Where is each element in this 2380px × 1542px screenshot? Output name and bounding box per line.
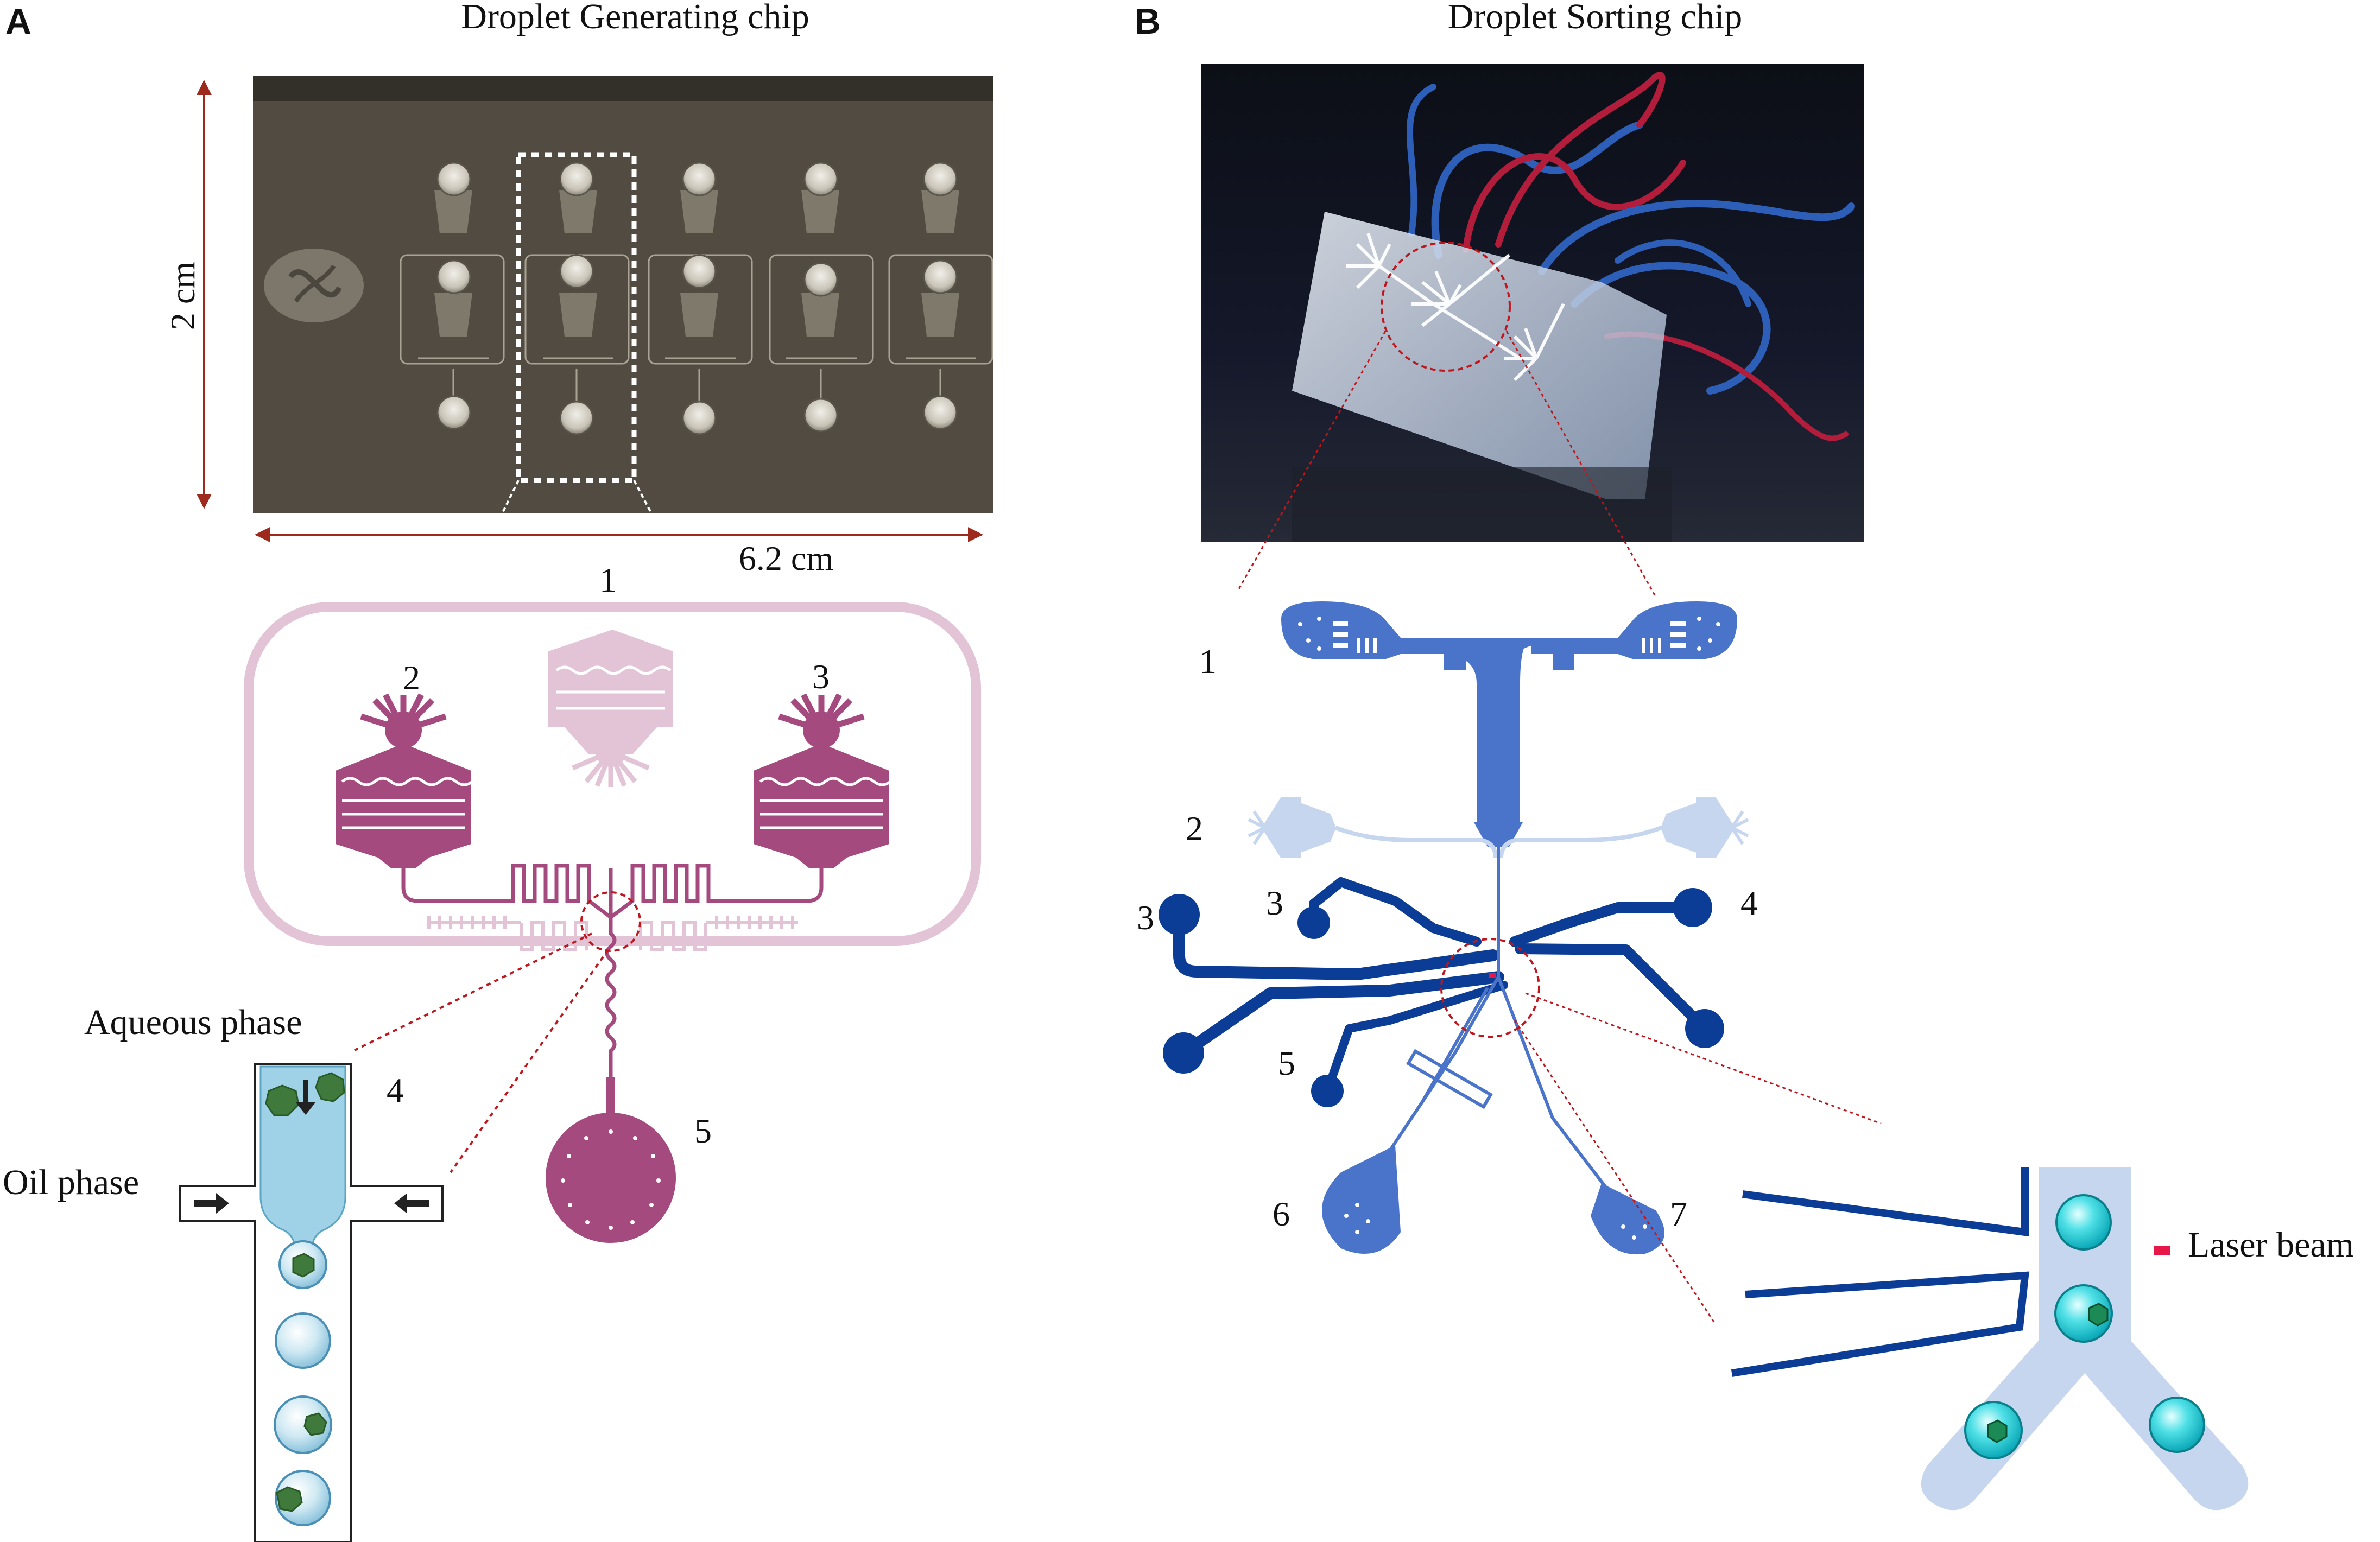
sort-junction-inset: Laser beam [1731,1167,2354,1511]
lower-light-channels [427,916,798,951]
zoom-line-photo-right [1505,331,1657,598]
generating-chip-photo [253,76,993,514]
panel-b-letter: B [1135,1,1161,41]
label-b-3-left: 3 [1137,898,1154,937]
label-a-1: 1 [599,561,617,599]
sorting-chip-schematic [1159,601,1749,1255]
oil-phase-label: Oil phase [3,1163,139,1202]
inlet-b-dark-channels [1173,877,1710,1095]
inset-cells [1987,1303,2109,1443]
chip-outline [244,602,981,946]
label-b-2: 2 [1186,809,1203,848]
cells-in-aqueous [265,1072,345,1116]
label-a-3: 3 [812,657,830,696]
chip-logo [264,249,364,322]
label-b-6: 6 [1273,1195,1290,1233]
encapsulated-cells [276,1253,327,1512]
width-dimension-label: 6.2 cm [739,539,833,578]
label-a-2: 2 [403,658,420,697]
selection-callout-left [501,480,520,514]
chip-reservoirs [434,190,959,337]
laser-spot-marker [1489,973,1496,978]
panel-b: B Droplet Sorting chip [1135,0,2354,1511]
panel-a-title: Droplet Generating chip [461,0,809,36]
zoom-line-sort-bottom [1514,1020,1717,1325]
tubing-plugs [436,162,958,435]
selection-callout-right [633,480,653,514]
sorting-chip-highlight [1381,242,1511,372]
panel-b-title: Droplet Sorting chip [1448,0,1743,36]
tubing [1406,72,1855,441]
waste-bypass-loop [1406,1049,1493,1109]
aqueous-phase-label: Aqueous phase [84,1002,302,1042]
zoom-line-sort-top [1525,992,1882,1125]
label-a-5: 5 [694,1112,712,1150]
inlet-3 [754,693,891,868]
inlet-1 [548,616,673,787]
flow-arrows [194,1080,429,1214]
zoom-line-top [354,932,592,1051]
label-b-1: 1 [1199,642,1217,681]
serpentine-channels [401,864,824,919]
sorting-main-channel [1388,847,1609,1190]
outlet-neck [606,1077,615,1118]
junction-highlight [580,891,641,952]
outlet-5 [546,1113,676,1243]
inlet-2 [336,693,473,868]
label-b-5: 5 [1278,1044,1295,1082]
label-b-7: 7 [1670,1195,1687,1233]
block-channels [1346,233,1565,382]
laser-beam-label: Laser beam [2188,1225,2354,1265]
sorting-junction-highlight [1440,938,1540,1038]
height-dimension-label: 2 cm [163,262,202,330]
t-junction-inset: Aqueous phase Oil phase [3,1002,444,1542]
inlet-b-2 [1248,797,1749,858]
panel-a-letter: A [5,1,31,41]
selected-unit-box [516,152,637,483]
label-b-4: 4 [1740,884,1758,922]
generating-chip-schematic [244,602,981,1243]
panel-a: A Droplet Generating chip [3,0,993,1542]
sorting-chip-photo [1201,64,1864,542]
oil-inlet-dashes [179,1063,444,1221]
laser-beam-marker [2154,1246,2170,1255]
outlets-6-7 [1322,1145,1664,1255]
label-b-3-inner: 3 [1266,884,1283,922]
zoom-line-bottom [450,949,609,1173]
inset-side-channels [1731,1167,2029,1377]
label-a-4: 4 [387,1071,404,1109]
inset-droplets [1964,1194,2205,1459]
inlet-b-dark-reservoirs [1159,888,1724,1107]
chip-units [400,254,993,418]
inlet-b-1 [1281,601,1737,847]
